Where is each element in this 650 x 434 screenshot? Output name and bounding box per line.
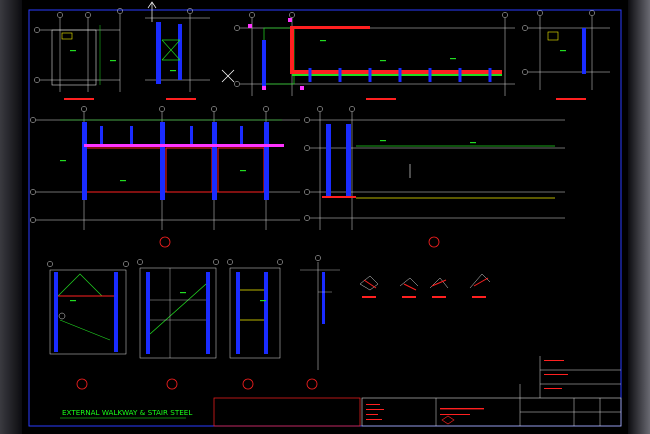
grid-bubble-icon <box>30 117 36 123</box>
grid-bubble-icon <box>349 106 355 112</box>
dimension-tick <box>110 60 116 62</box>
plan-view-2 <box>119 14 210 100</box>
grid-bubble-icon <box>289 12 295 18</box>
dimension-tick <box>450 58 456 60</box>
grid-bubble-icon <box>213 259 219 265</box>
grid-bubble-icon <box>34 27 40 33</box>
dimension-tick <box>260 300 266 302</box>
grid-bubble-icon <box>57 12 63 18</box>
grid-bubble-icon <box>211 106 217 112</box>
grid-bubble-icon <box>315 255 321 261</box>
grid-bubble-icon <box>502 12 508 18</box>
connection-details <box>359 273 491 298</box>
dimension-tick <box>180 292 186 294</box>
stair-section-2 <box>139 267 217 390</box>
drawing-title: EXTERNAL WALKWAY & STAIR STEEL <box>62 408 192 417</box>
north-arrow-icon <box>147 1 235 83</box>
elevation-1 <box>36 112 300 248</box>
grid-bubble-icon <box>304 215 310 221</box>
dimension-tick <box>170 70 176 72</box>
dimension-tick <box>60 160 66 162</box>
grid-bubble-icon <box>234 81 240 87</box>
left-backdrop <box>0 0 22 434</box>
grid-bubble-icon <box>123 261 129 267</box>
plan-view-1 <box>40 18 120 100</box>
stair-section-4 <box>300 262 340 390</box>
grid-bubble-icon <box>34 77 40 83</box>
dimension-tick <box>380 60 386 62</box>
dimension-tick <box>470 142 476 144</box>
grid-bubble-icon <box>249 12 255 18</box>
notes-box <box>213 397 361 427</box>
dimension-tick <box>70 300 76 302</box>
plan-view-3 <box>240 18 515 100</box>
grid-bubble-icon <box>30 217 36 223</box>
elevation-2 <box>310 112 565 248</box>
grid-bubble-icon <box>317 106 323 112</box>
grid-bubble-icon <box>81 106 87 112</box>
grid-bubble-icon <box>30 189 36 195</box>
grid-bubble-icon <box>304 117 310 123</box>
dimension-tick <box>120 180 126 182</box>
dimension-tick <box>560 50 566 52</box>
grid-bubble-icon <box>47 261 53 267</box>
dimension-tick <box>320 40 326 42</box>
dimension-tick <box>380 140 386 142</box>
stair-section-1 <box>49 269 127 390</box>
title-block <box>361 356 622 427</box>
grid-bubble-icon <box>227 259 233 265</box>
grid-bubble-icon <box>159 106 165 112</box>
grid-bubble-icon <box>85 12 91 18</box>
grid-bubble-icon <box>137 259 143 265</box>
grid-bubble-icon <box>187 8 193 14</box>
grid-bubble-icon <box>234 25 240 31</box>
grid-bubble-icon <box>277 259 283 265</box>
plan-view-4 <box>528 16 610 100</box>
sheet-background <box>22 0 628 434</box>
dimension-tick <box>240 170 246 172</box>
stair-section-3 <box>229 267 281 390</box>
dimension-tick <box>70 50 76 52</box>
grid-bubble-icon <box>117 8 123 14</box>
grid-bubble-icon <box>589 10 595 16</box>
grid-bubble-icon <box>263 106 269 112</box>
grid-bubble-icon <box>522 69 528 75</box>
grid-bubble-icon <box>304 145 310 151</box>
grid-bubble-icon <box>522 25 528 31</box>
grid-bubble-icon <box>537 10 543 16</box>
grid-bubble-icon <box>304 189 310 195</box>
right-backdrop <box>628 0 650 434</box>
grid-bubble-icon <box>30 8 595 267</box>
